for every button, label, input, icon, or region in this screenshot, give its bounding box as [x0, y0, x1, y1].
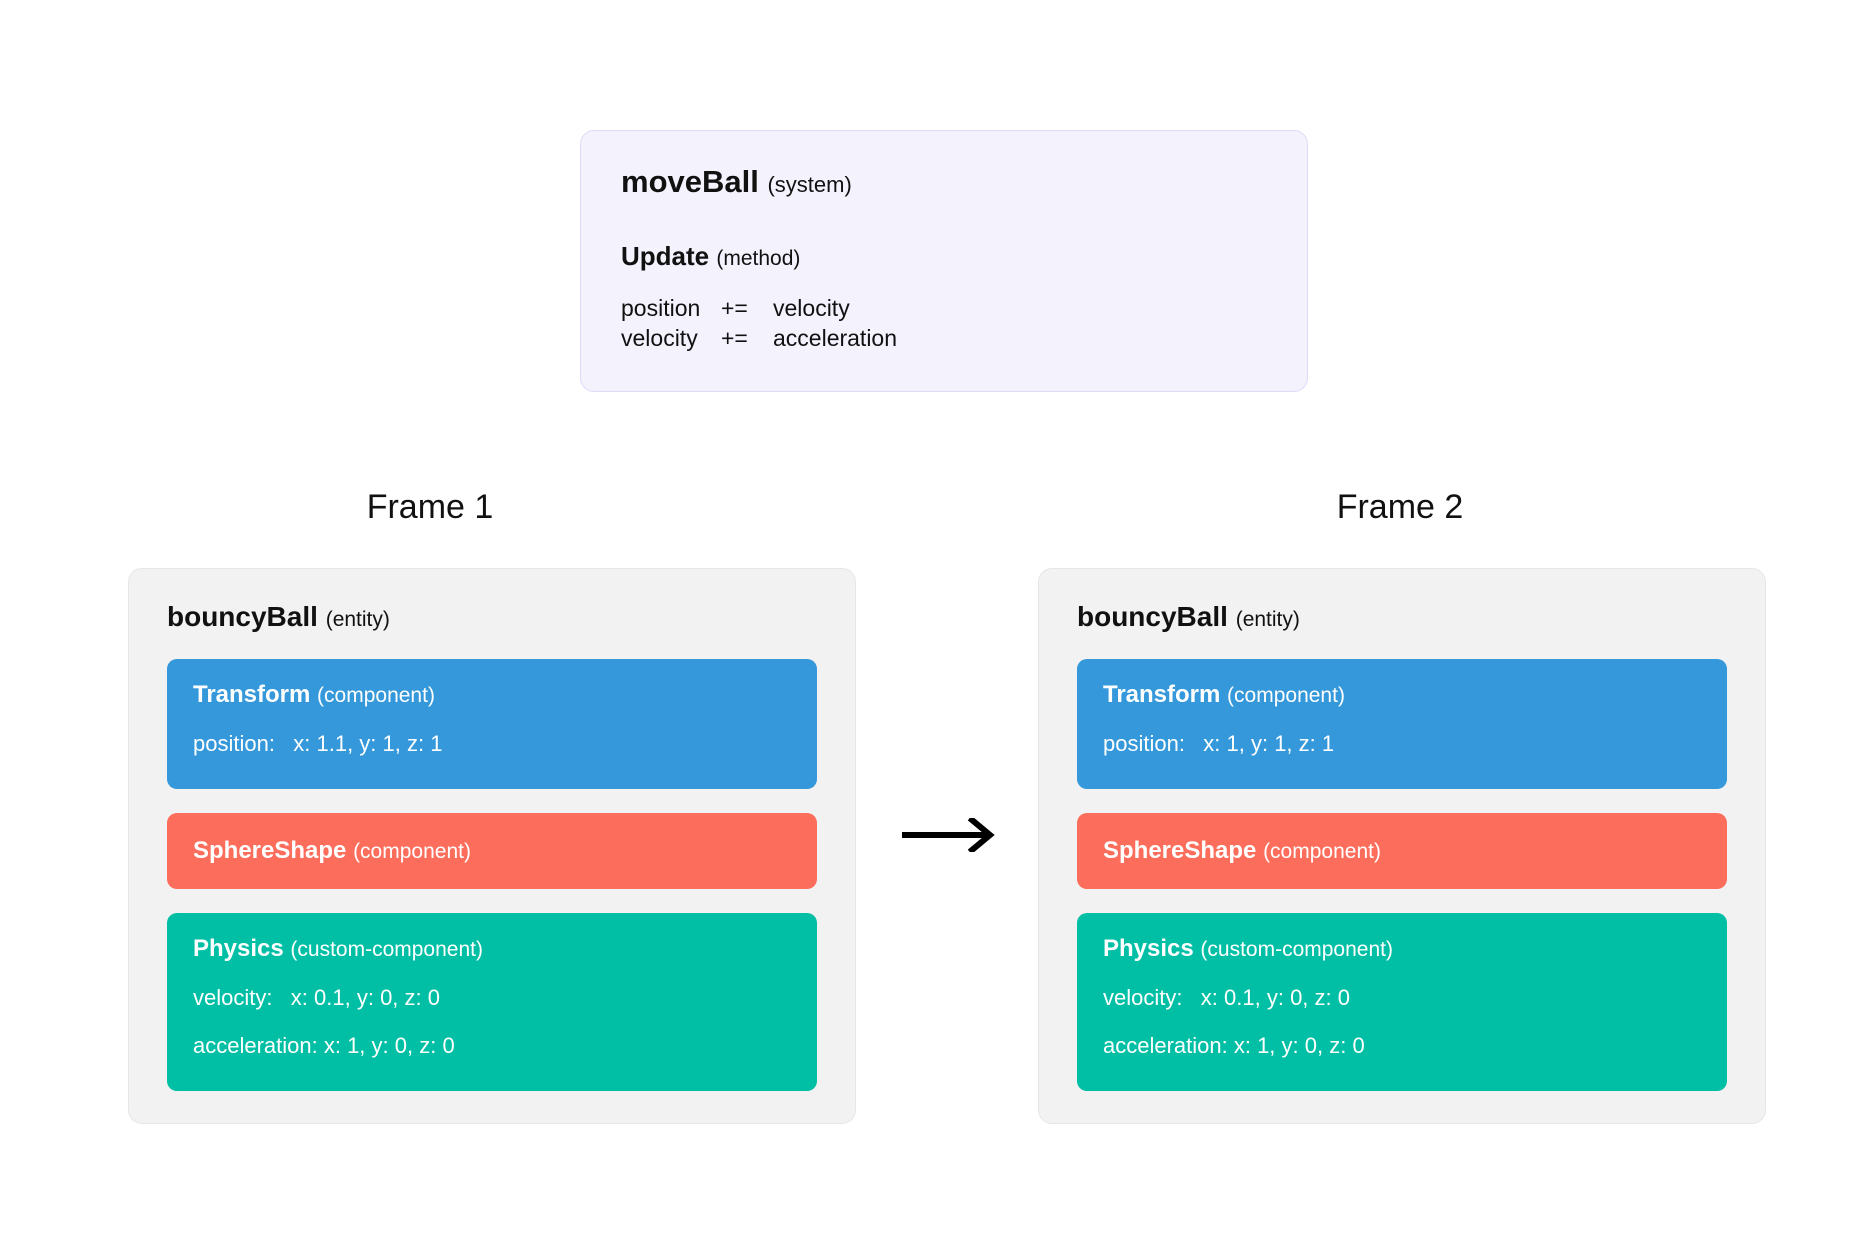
component-kind-label: (component) — [1227, 684, 1345, 707]
system-name: moveBall — [621, 164, 759, 199]
entity-name: bouncyBall — [167, 601, 318, 632]
statement-rhs: acceleration — [773, 324, 898, 351]
entity-name: bouncyBall — [1077, 601, 1228, 632]
system-title: moveBall (system) — [621, 164, 1267, 199]
entity-card-frame2: bouncyBall (entity) Transform (component… — [1038, 568, 1766, 1124]
component-property-row: velocity: x: 0.1, y: 0, z: 0 — [193, 985, 440, 1010]
component-kind-label: (custom-component) — [1200, 938, 1393, 961]
component-physics: Physics (custom-component) velocity: x: … — [167, 913, 817, 1091]
statement-operator: += — [721, 295, 748, 322]
component-name: SphereShape — [1103, 837, 1257, 864]
component-name: Transform — [1103, 681, 1221, 708]
component-kind-label: (custom-component) — [290, 938, 483, 961]
system-statements: position += velocity velocity += acceleratio… — [621, 294, 1267, 353]
component-sphereshape: SphereShape (component) — [1077, 813, 1727, 889]
entity-title: bouncyBall (entity) — [167, 601, 817, 633]
component-title: Transform (component) — [193, 681, 791, 709]
frame-label-2: Frame 2 — [1336, 488, 1464, 526]
component-physics: Physics (custom-component) velocity: x: … — [1077, 913, 1727, 1091]
component-title: Physics (custom-component) — [193, 935, 791, 963]
component-title: Transform (component) — [1103, 681, 1701, 709]
component-title: Physics (custom-component) — [1103, 935, 1701, 963]
right-arrow-icon — [900, 815, 1000, 855]
component-property-row: acceleration: x: 1, y: 0, z: 0 — [1103, 1033, 1365, 1058]
entity-kind-label: (entity) — [1235, 608, 1300, 631]
component-sphereshape: SphereShape (component) — [167, 813, 817, 889]
statement-lhs: velocity — [621, 324, 698, 351]
statement-lhs: position — [621, 295, 701, 322]
component-name: Physics — [193, 935, 284, 962]
component-title: SphereShape (component) — [1103, 837, 1381, 865]
component-name: Transform — [193, 681, 311, 708]
component-name: SphereShape — [193, 837, 347, 864]
system-statement-row: position += velocity — [621, 294, 1267, 323]
component-kind-label: (component) — [353, 840, 471, 863]
system-method-name: Update — [621, 241, 710, 272]
entity-kind-label: (entity) — [325, 608, 390, 631]
statement-operator: += — [721, 324, 748, 351]
component-title: SphereShape (component) — [193, 837, 471, 865]
system-statement-row: velocity += acceleration — [621, 324, 1267, 353]
component-transform: Transform (component) position: x: 1.1, … — [167, 659, 817, 789]
entity-card-frame1: bouncyBall (entity) Transform (component… — [128, 568, 856, 1124]
component-name: Physics — [1103, 935, 1194, 962]
system-kind-label: (system) — [767, 172, 852, 197]
frame-label-1: Frame 1 — [366, 488, 494, 526]
component-kind-label: (component) — [1263, 840, 1381, 863]
component-property-row: position: x: 1, y: 1, z: 1 — [1103, 731, 1335, 756]
component-kind-label: (component) — [317, 684, 435, 707]
component-transform: Transform (component) position: x: 1, y:… — [1077, 659, 1727, 789]
statement-rhs: velocity — [773, 295, 850, 322]
component-property-row: acceleration: x: 1, y: 0, z: 0 — [193, 1033, 455, 1058]
component-property-row: velocity: x: 0.1, y: 0, z: 0 — [1103, 985, 1350, 1010]
component-property-row: position: x: 1.1, y: 1, z: 1 — [193, 731, 443, 756]
system-method-title: Update (method) — [621, 241, 1267, 272]
system-box-moveball: moveBall (system) Update (method) positi… — [580, 130, 1308, 392]
system-method-kind-label: (method) — [716, 247, 801, 271]
entity-title: bouncyBall (entity) — [1077, 601, 1727, 633]
